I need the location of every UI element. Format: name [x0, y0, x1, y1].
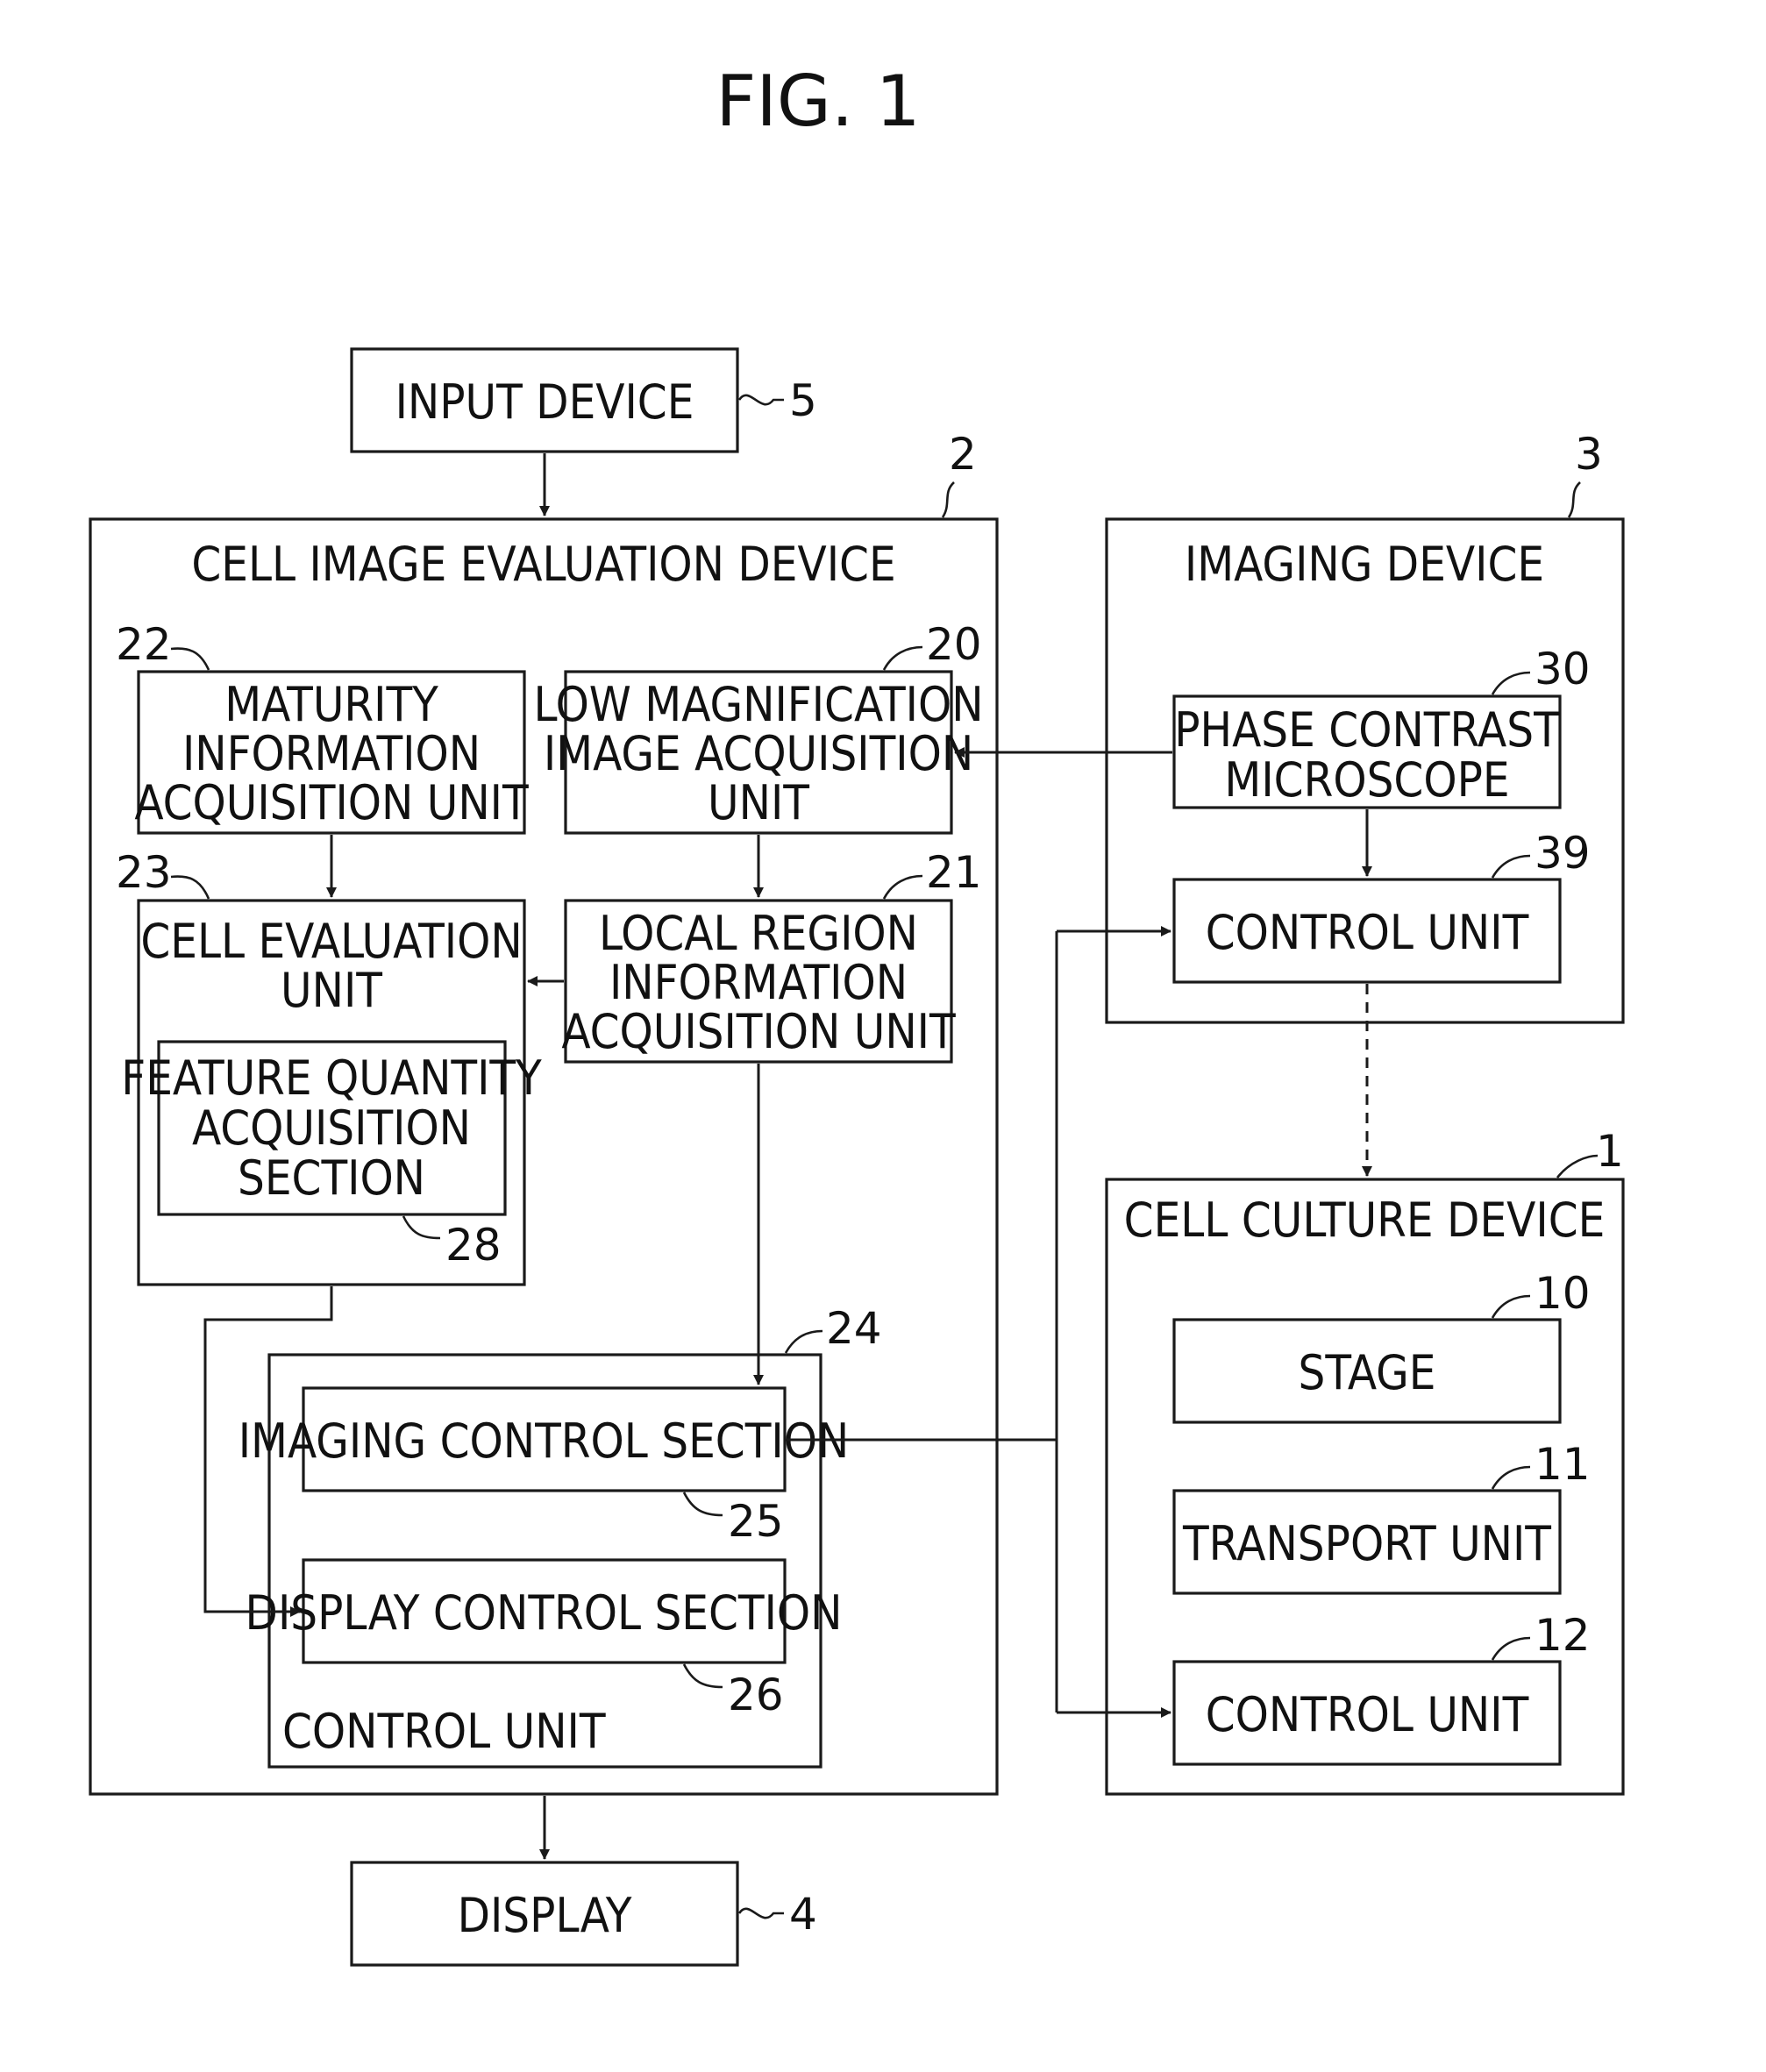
- ref-number-39: 39: [1535, 828, 1591, 879]
- control-unit-39-label: CONTROL UNIT: [1206, 905, 1529, 960]
- ref-number-21: 21: [926, 847, 982, 898]
- ref-leader-2: [943, 482, 954, 517]
- ref-number-20: 20: [926, 619, 982, 670]
- node-control-unit-24: CONTROL UNIT 24: [269, 1303, 882, 1767]
- low-mag-label-line-3: UNIT: [708, 775, 809, 830]
- input-device-label: INPUT DEVICE: [395, 374, 694, 430]
- ref-number-25: 25: [728, 1496, 784, 1547]
- imaging-control-label: IMAGING CONTROL SECTION: [239, 1413, 850, 1469]
- local-region-label-line-2: INFORMATION: [609, 955, 908, 1010]
- maturity-label-line-2: INFORMATION: [182, 726, 481, 781]
- imaging-device-label: IMAGING DEVICE: [1185, 537, 1544, 592]
- stage-label: STAGE: [1299, 1345, 1436, 1400]
- ref-leader-4: [739, 1909, 784, 1918]
- maturity-label-line-1: MATURITY: [224, 677, 438, 732]
- ref-leader-1: [1557, 1156, 1598, 1178]
- node-input-device: INPUT DEVICE 5: [352, 349, 817, 452]
- ref-number-4: 4: [789, 1889, 817, 1940]
- control-unit-12-label: CONTROL UNIT: [1206, 1687, 1529, 1742]
- local-region-label-line-1: LOCAL REGION: [599, 906, 918, 961]
- feature-label-line-1: FEATURE QUANTITY: [121, 1050, 542, 1106]
- ref-number-10: 10: [1535, 1268, 1591, 1319]
- ref-number-24: 24: [826, 1303, 882, 1354]
- ref-number-12: 12: [1535, 1610, 1591, 1661]
- feature-label-line-2: ACQUISITION: [192, 1100, 471, 1156]
- ref-number-26: 26: [728, 1670, 784, 1720]
- ref-number-28: 28: [445, 1220, 502, 1271]
- ref-number-23: 23: [116, 847, 172, 898]
- ref-number-1: 1: [1596, 1126, 1624, 1177]
- ref-leader-3: [1569, 482, 1580, 517]
- feature-label-line-3: SECTION: [238, 1150, 425, 1206]
- cell-culture-device-label: CELL CULTURE DEVICE: [1124, 1193, 1606, 1248]
- ref-number-30: 30: [1535, 644, 1591, 694]
- node-display: DISPLAY 4: [352, 1862, 817, 1965]
- low-mag-label-line-2: IMAGE ACQUISITION: [544, 726, 973, 781]
- ref-number-11: 11: [1535, 1439, 1591, 1490]
- cell-image-evaluation-device-label: CELL IMAGE EVALUATION DEVICE: [191, 537, 895, 592]
- local-region-label-line-3: ACQUISITION UNIT: [561, 1004, 956, 1059]
- cell-eval-label-line-2: UNIT: [281, 963, 382, 1018]
- control-unit-24-label: CONTROL UNIT: [282, 1704, 606, 1759]
- display-control-label: DISPLAY CONTROL SECTION: [246, 1585, 843, 1641]
- low-mag-label-line-1: LOW MAGNIFICATION: [533, 677, 983, 732]
- display-label: DISPLAY: [458, 1888, 632, 1943]
- phase-contrast-label-line-2: MICROSCOPE: [1224, 752, 1509, 808]
- ref-number-22: 22: [116, 619, 172, 670]
- ref-number-5: 5: [789, 375, 817, 426]
- figure-title: FIG. 1: [716, 61, 920, 142]
- ref-number-2: 2: [949, 429, 977, 480]
- transport-unit-label: TRANSPORT UNIT: [1182, 1516, 1551, 1571]
- ref-number-3: 3: [1575, 429, 1603, 480]
- phase-contrast-label-line-1: PHASE CONTRAST: [1174, 702, 1560, 758]
- maturity-label-line-3: ACQUISITION UNIT: [134, 775, 529, 830]
- cell-eval-label-line-1: CELL EVALUATION: [140, 914, 522, 969]
- ref-leader-5: [739, 395, 784, 404]
